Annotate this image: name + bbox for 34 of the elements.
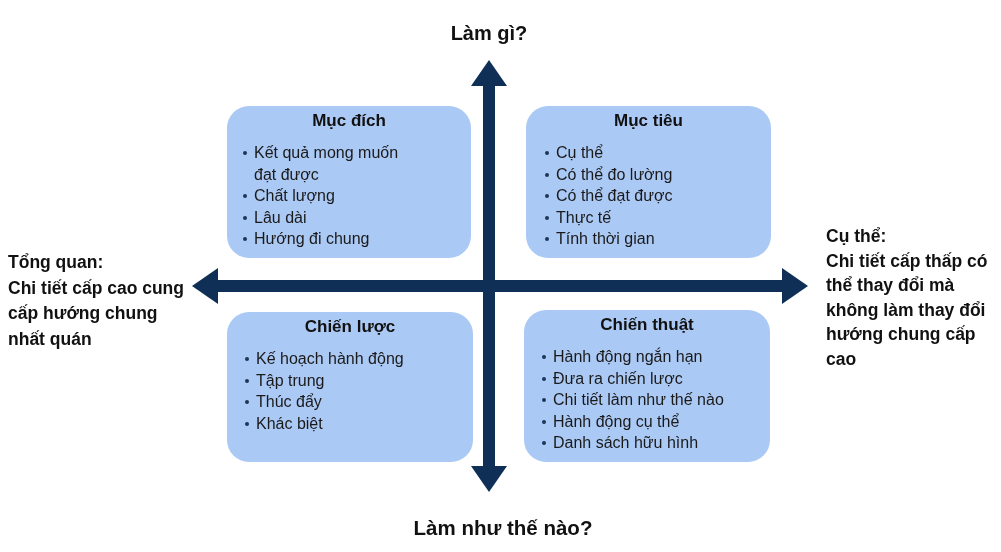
bullet-item: Đưa ra chiến lược [542, 367, 683, 389]
double-arrow [471, 60, 507, 492]
axis-label: Làm gì? [450, 19, 528, 47]
bullet-item: Tập trung [245, 369, 325, 391]
box-heading: Chiến thuật [600, 314, 694, 336]
bullet-item: Cụ thể [545, 142, 604, 164]
bullet-item: Hành động ngắn hạn [542, 346, 703, 368]
bullet-item: Thực tế [545, 206, 612, 228]
quadrant-box [524, 310, 770, 462]
quadrant-box [526, 106, 771, 258]
bullet-item: Tính thời gian [545, 228, 655, 250]
bullet-item: Kế hoạch hành động [245, 348, 404, 370]
bullet-item: Kết quả mong muốn đạt được [243, 142, 422, 185]
axis-description: Chi tiết cấp thấp có thể thay đổi mà không làm thay đổi hướng chung cấp cao [826, 249, 989, 371]
bullet-item: Khác biệt [245, 412, 323, 434]
bullet-item: Hướng đi chung [243, 228, 370, 250]
quadrant-box [227, 312, 473, 462]
bullet-item: Có thể đo lường [545, 163, 673, 185]
axis-label: Làm như thế nào? [413, 514, 593, 542]
bullet-item: Danh sách hữu hình [542, 432, 699, 454]
bullet-item: Hành động cụ thể [542, 410, 680, 432]
double-arrow [192, 268, 808, 304]
axis-description: Chi tiết cấp cao cung cấp hướng chung nhất quán [8, 276, 185, 351]
box-heading: Mục đích [312, 110, 386, 132]
bullet-item: Chất lượng [243, 185, 335, 207]
bullet-item: Có thể đạt được [545, 185, 673, 207]
bullet-item: Chi tiết làm như thế nào [542, 389, 724, 411]
box-heading: Chiến lược [304, 316, 396, 338]
bullet-item: Thúc đẩy [245, 391, 322, 413]
axis-heading: Cụ thể: [826, 225, 887, 248]
axis-heading: Tổng quan: [8, 251, 104, 274]
box-heading: Mục tiêu [614, 110, 683, 132]
bullet-item: Lâu dài [243, 206, 307, 228]
quadrant-box [227, 106, 471, 258]
